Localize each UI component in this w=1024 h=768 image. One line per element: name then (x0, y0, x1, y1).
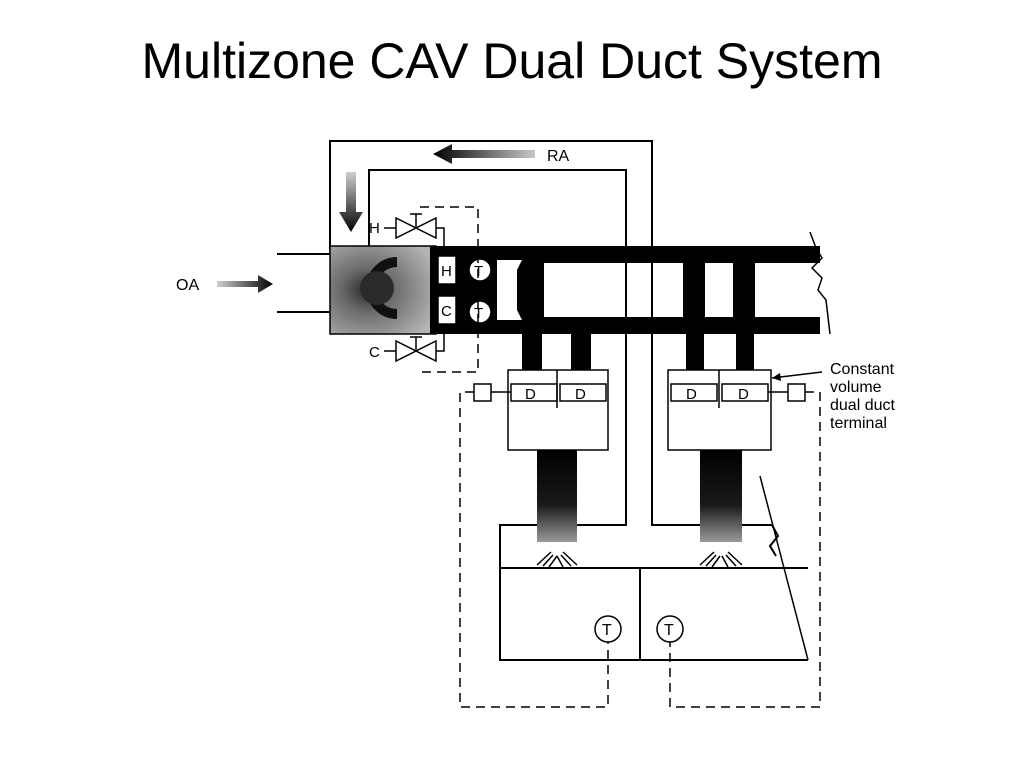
cooling-coil-label: C (441, 303, 452, 320)
valve-control-line (420, 206, 479, 373)
outside-air-label: OA (176, 277, 199, 294)
terminal-callout-line-4: terminal (830, 415, 887, 432)
cold-deck-thermostat-label: T (474, 305, 483, 322)
right-actuator (787, 383, 806, 402)
terminal-callout-line-3: dual duct (830, 397, 895, 414)
right-zone-thermostat-label: T (664, 622, 674, 639)
cooling-valve-label: C (369, 344, 380, 361)
left-hot-damper-label: D (525, 386, 536, 403)
heating-coil-label: H (441, 263, 452, 280)
air-handler (329, 245, 437, 335)
terminal-callout-line-1: Constant (830, 361, 895, 378)
return-down-arrow (339, 172, 363, 232)
left-terminal-unit: D D (473, 369, 609, 568)
outside-air-inlet (217, 253, 330, 313)
return-air-arrow (433, 144, 535, 164)
heating-valve-label: H (369, 220, 380, 237)
terminal-callout-line-2: volume (830, 379, 882, 396)
right-hot-damper (670, 383, 718, 402)
right-hot-damper-label: D (686, 386, 697, 403)
slide-title: Multizone CAV Dual Duct System (141, 33, 883, 89)
heating-valve (384, 213, 445, 250)
left-zone-thermostat-label: T (602, 622, 612, 639)
left-zone-thermostat (594, 615, 622, 643)
left-cold-damper-label: D (575, 386, 586, 403)
terminal-callout: Constant volume dual duct terminal (830, 361, 895, 432)
cooling-coil (437, 295, 457, 325)
coil-section: H C T T (437, 255, 522, 325)
right-zone-thermostat (656, 615, 684, 643)
right-terminal-unit: D D (667, 369, 806, 568)
left-cold-damper (559, 383, 607, 402)
heating-coil (437, 255, 457, 285)
supply-ducts (430, 231, 831, 370)
cooling-valve (384, 334, 445, 363)
right-zone-control-line (669, 391, 821, 708)
cold-deck-thermostat (468, 300, 492, 324)
return-air-duct (329, 140, 809, 661)
left-actuator (473, 383, 492, 402)
hot-deck-thermostat (468, 258, 492, 282)
return-air-label: RA (547, 148, 570, 165)
right-cold-damper-label: D (738, 386, 749, 403)
left-zone-control-line (459, 391, 609, 708)
